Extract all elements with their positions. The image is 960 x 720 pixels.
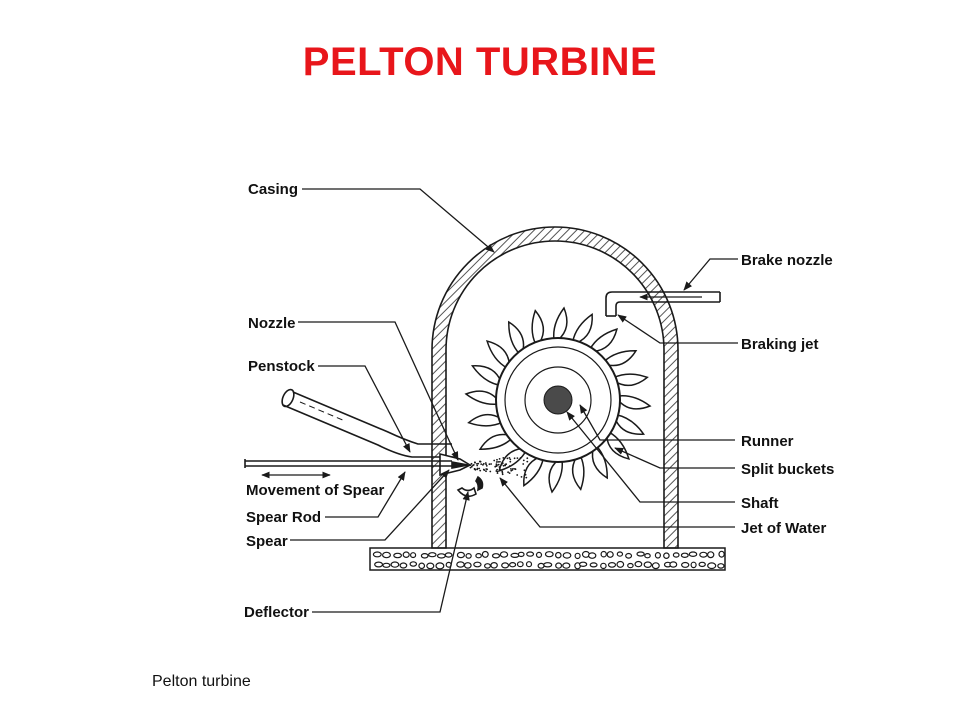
page-title: PELTON TURBINE: [302, 40, 658, 84]
split-bucket: [485, 340, 511, 369]
foundation: [369, 547, 726, 571]
split-bucket: [548, 459, 564, 494]
split-bucket: [478, 433, 513, 450]
deflector: [456, 475, 484, 498]
label-braking-jet: Braking jet: [741, 336, 819, 353]
penstock: [281, 388, 455, 458]
split-bucket: [467, 413, 504, 427]
label-jet-of-water: Jet of Water: [741, 520, 826, 537]
split-bucket: [523, 456, 545, 488]
leader-lines: [290, 188, 738, 613]
label-penstock: Penstock: [248, 358, 315, 375]
split-bucket: [612, 373, 649, 387]
split-bucket: [464, 390, 499, 406]
label-spear-rod: Spear Rod: [246, 509, 321, 526]
label-shaft: Shaft: [741, 495, 779, 512]
split-bucket: [508, 320, 525, 355]
figure-caption: Pelton turbine: [152, 673, 251, 690]
label-deflector: Deflector: [244, 604, 309, 621]
split-bucket: [589, 327, 618, 353]
nozzle: [439, 452, 472, 477]
spear-rod: [244, 459, 452, 468]
water-jet: [469, 457, 529, 479]
split-bucket: [571, 312, 593, 344]
split-bucket: [617, 394, 652, 410]
label-spear: Spear: [246, 533, 288, 550]
split-bucket: [603, 350, 638, 367]
label-runner: Runner: [741, 433, 794, 450]
split-bucket: [614, 413, 646, 435]
split-bucket: [470, 365, 502, 387]
label-movement-of-spear: Movement of Spear: [246, 482, 385, 499]
shaft: [543, 385, 573, 415]
runner: [464, 306, 652, 494]
split-bucket: [552, 306, 568, 341]
label-split-buckets: Split buckets: [741, 461, 834, 478]
label-brake-nozzle: Brake nozzle: [741, 252, 833, 269]
split-bucket: [571, 454, 585, 491]
label-nozzle: Nozzle: [248, 315, 296, 332]
label-casing: Casing: [248, 181, 298, 198]
brake-nozzle-pipe: [605, 291, 721, 317]
split-bucket: [591, 445, 608, 480]
split-bucket: [531, 309, 545, 346]
